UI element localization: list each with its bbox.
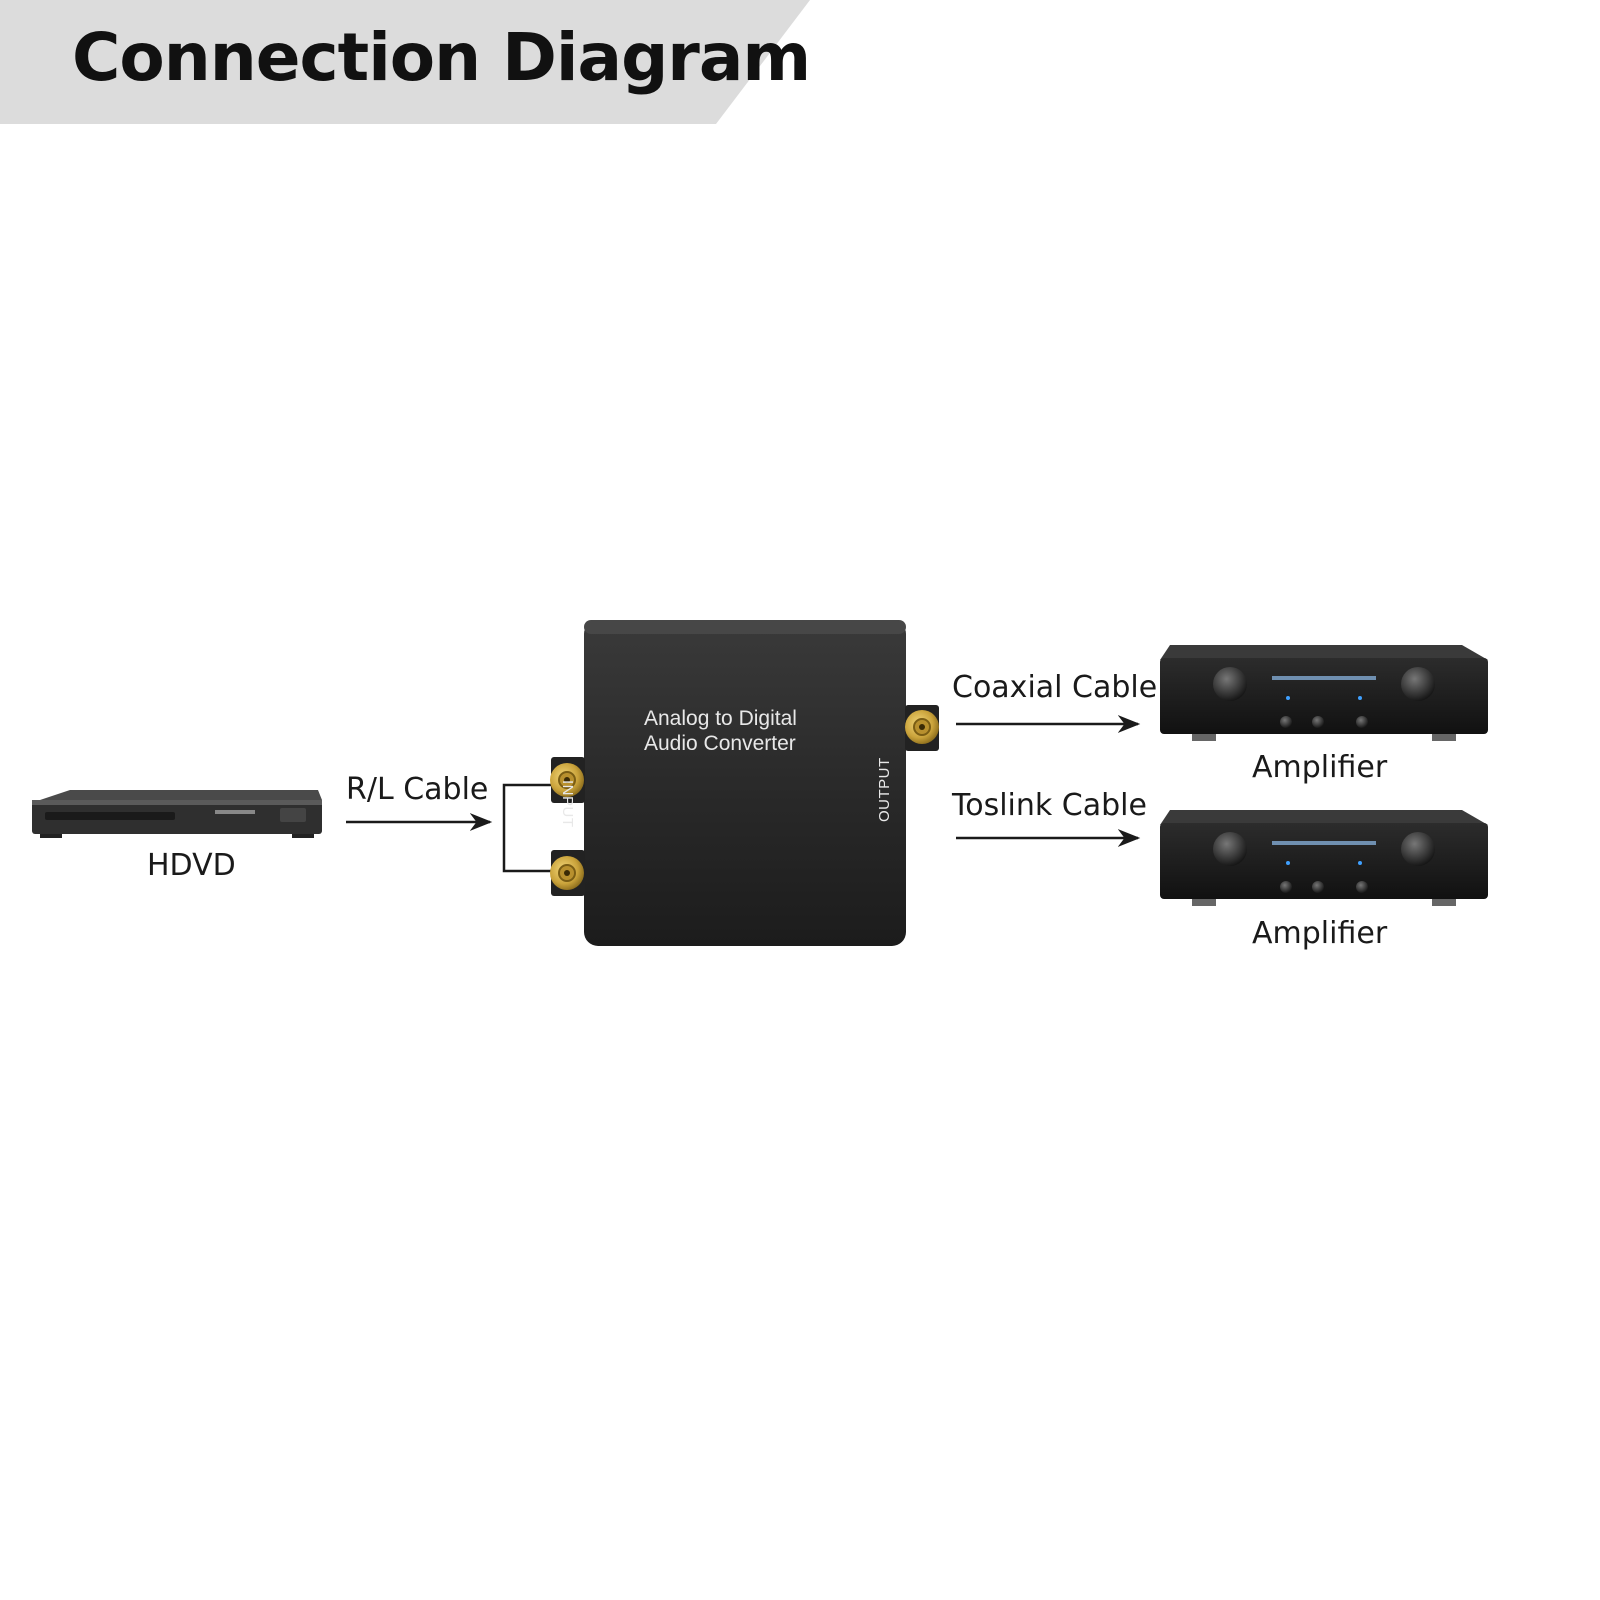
input-port-label: INPUT: [559, 780, 576, 828]
dvd-player-icon: [32, 790, 322, 838]
amplifier-icon-1: [1160, 645, 1488, 741]
rl-bracket: [502, 783, 552, 873]
converter-title-line1: Analog to Digital: [644, 707, 797, 730]
header-banner: [0, 0, 810, 124]
converter-box: [584, 620, 906, 946]
coaxial-cable-label: Coaxial Cable: [952, 670, 1158, 705]
toslink-cable-label: Toslink Cable: [952, 788, 1147, 823]
rl-cable-label: R/L Cable: [346, 772, 489, 807]
output-port-label: OUTPUT: [876, 757, 893, 822]
input-rca-jack-top: [550, 757, 585, 803]
input-rca-jack-bottom: [550, 850, 585, 896]
amplifier-label-1: Amplifier: [1252, 750, 1388, 785]
amplifier-icon-2: [1160, 810, 1488, 906]
amplifier-label-2: Amplifier: [1252, 916, 1388, 951]
output-coaxial-jack: [905, 705, 939, 751]
converter-title-line2: Audio Converter: [644, 732, 796, 755]
page-title: Connection Diagram: [72, 19, 811, 96]
source-device-label: HDVD: [147, 848, 236, 883]
